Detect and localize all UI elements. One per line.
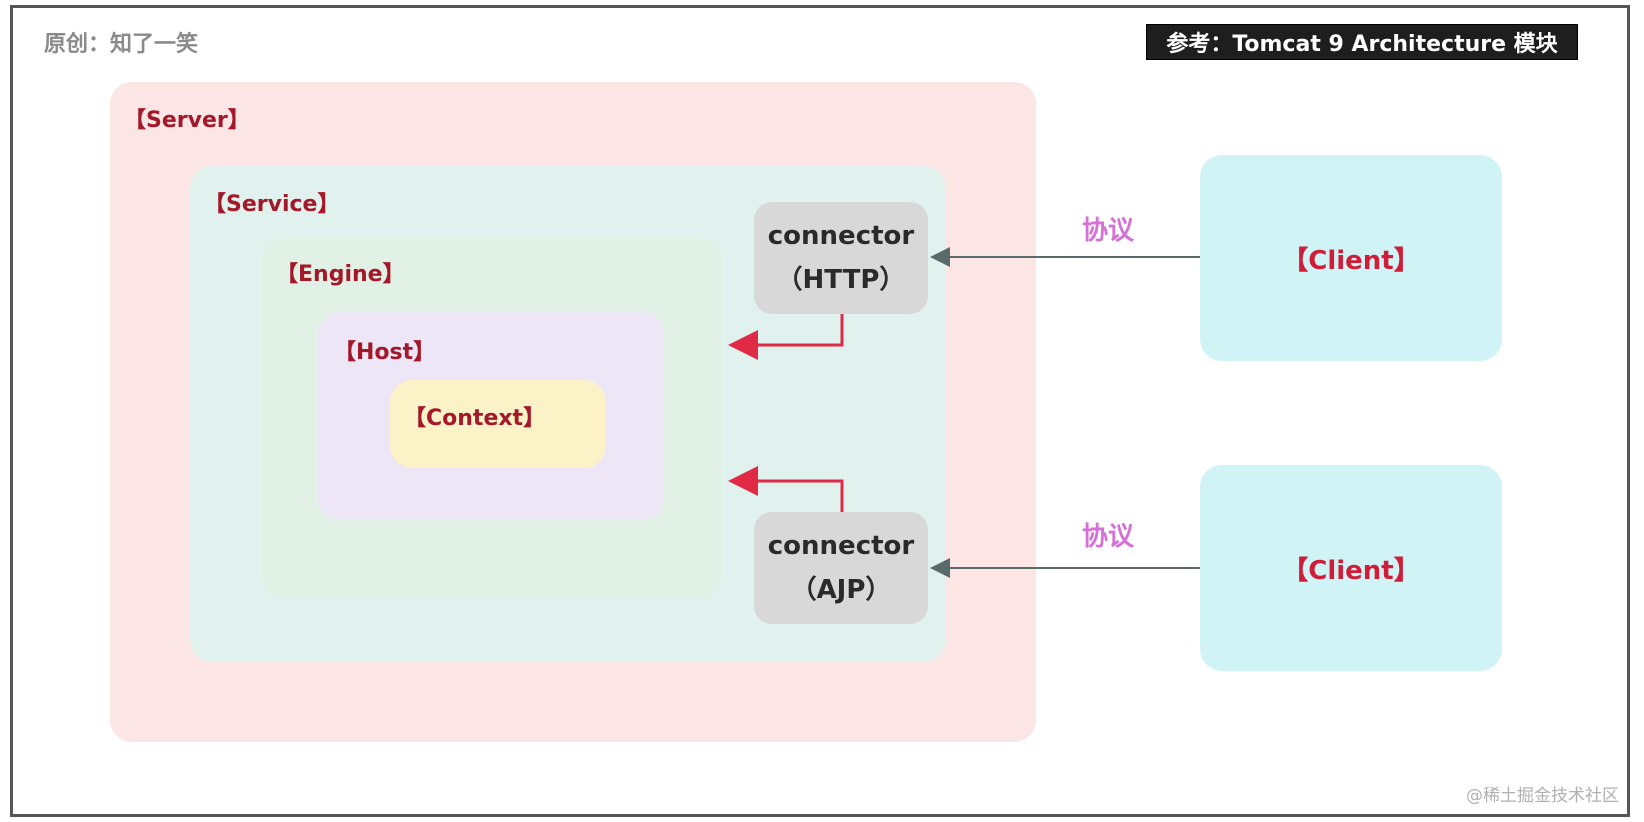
connector-ajp-name: connector [767, 531, 915, 561]
host-label: 【Host】 [334, 340, 436, 365]
watermark: @稀土掘金技术社区 [1466, 786, 1619, 806]
context-label: 【Context】 [404, 406, 546, 431]
connector-ajp-protocol: （AJP） [790, 575, 892, 605]
client-bottom-label: 【Client】 [1282, 555, 1420, 586]
connector-http-box: connector （HTTP） [754, 202, 928, 314]
protocol-label-top: 协议 [1082, 216, 1135, 246]
server-label: 【Server】 [124, 108, 250, 133]
protocol-label-bottom: 协议 [1082, 522, 1135, 552]
connector-ajp-box: connector （AJP） [754, 512, 928, 624]
connector-http-name: connector [767, 221, 915, 251]
context-container [390, 380, 606, 468]
reference-banner: 参考：Tomcat 9 Architecture 模块 [1146, 24, 1578, 60]
service-label: 【Service】 [204, 192, 340, 217]
engine-label: 【Engine】 [276, 262, 405, 287]
client-top-box: 【Client】 [1200, 155, 1502, 361]
client-top-label: 【Client】 [1282, 245, 1420, 276]
author-credit: 原创：知了一笑 [44, 32, 199, 57]
client-bottom-box: 【Client】 [1200, 465, 1502, 671]
connector-http-protocol: （HTTP） [776, 265, 906, 295]
